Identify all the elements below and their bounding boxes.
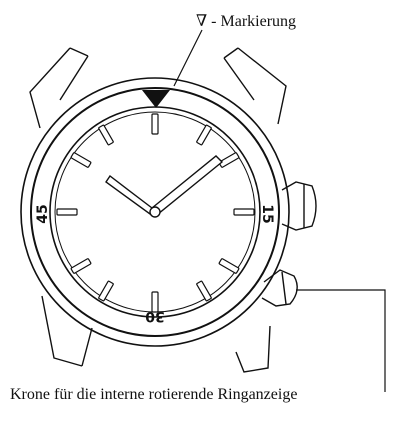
lugs: [29, 47, 287, 373]
hands: [105, 155, 224, 216]
marker-label: ∇ - Markierung: [196, 13, 296, 30]
bezel-inner: [49, 106, 261, 318]
upper-crown: [281, 181, 317, 231]
bezel-outer: [30, 87, 280, 337]
bezel-numeral-15: 15: [259, 204, 275, 223]
minute-hand: [150, 155, 224, 215]
crown-label: Krone für die interne rotierende Ringanz…: [10, 386, 297, 403]
marker-pointer-line: [173, 29, 203, 87]
crown-pointer-line: [296, 289, 386, 392]
marker-triangle-icon: [142, 90, 170, 108]
bezel-numeral-30: 30: [145, 308, 165, 324]
ring-crown: [261, 269, 298, 307]
bezel-numeral-45: 45: [35, 204, 51, 223]
center-pin: [149, 206, 161, 218]
hour-markers: [56, 113, 255, 313]
watch-case: [20, 77, 290, 347]
hour-hand: [105, 174, 153, 216]
